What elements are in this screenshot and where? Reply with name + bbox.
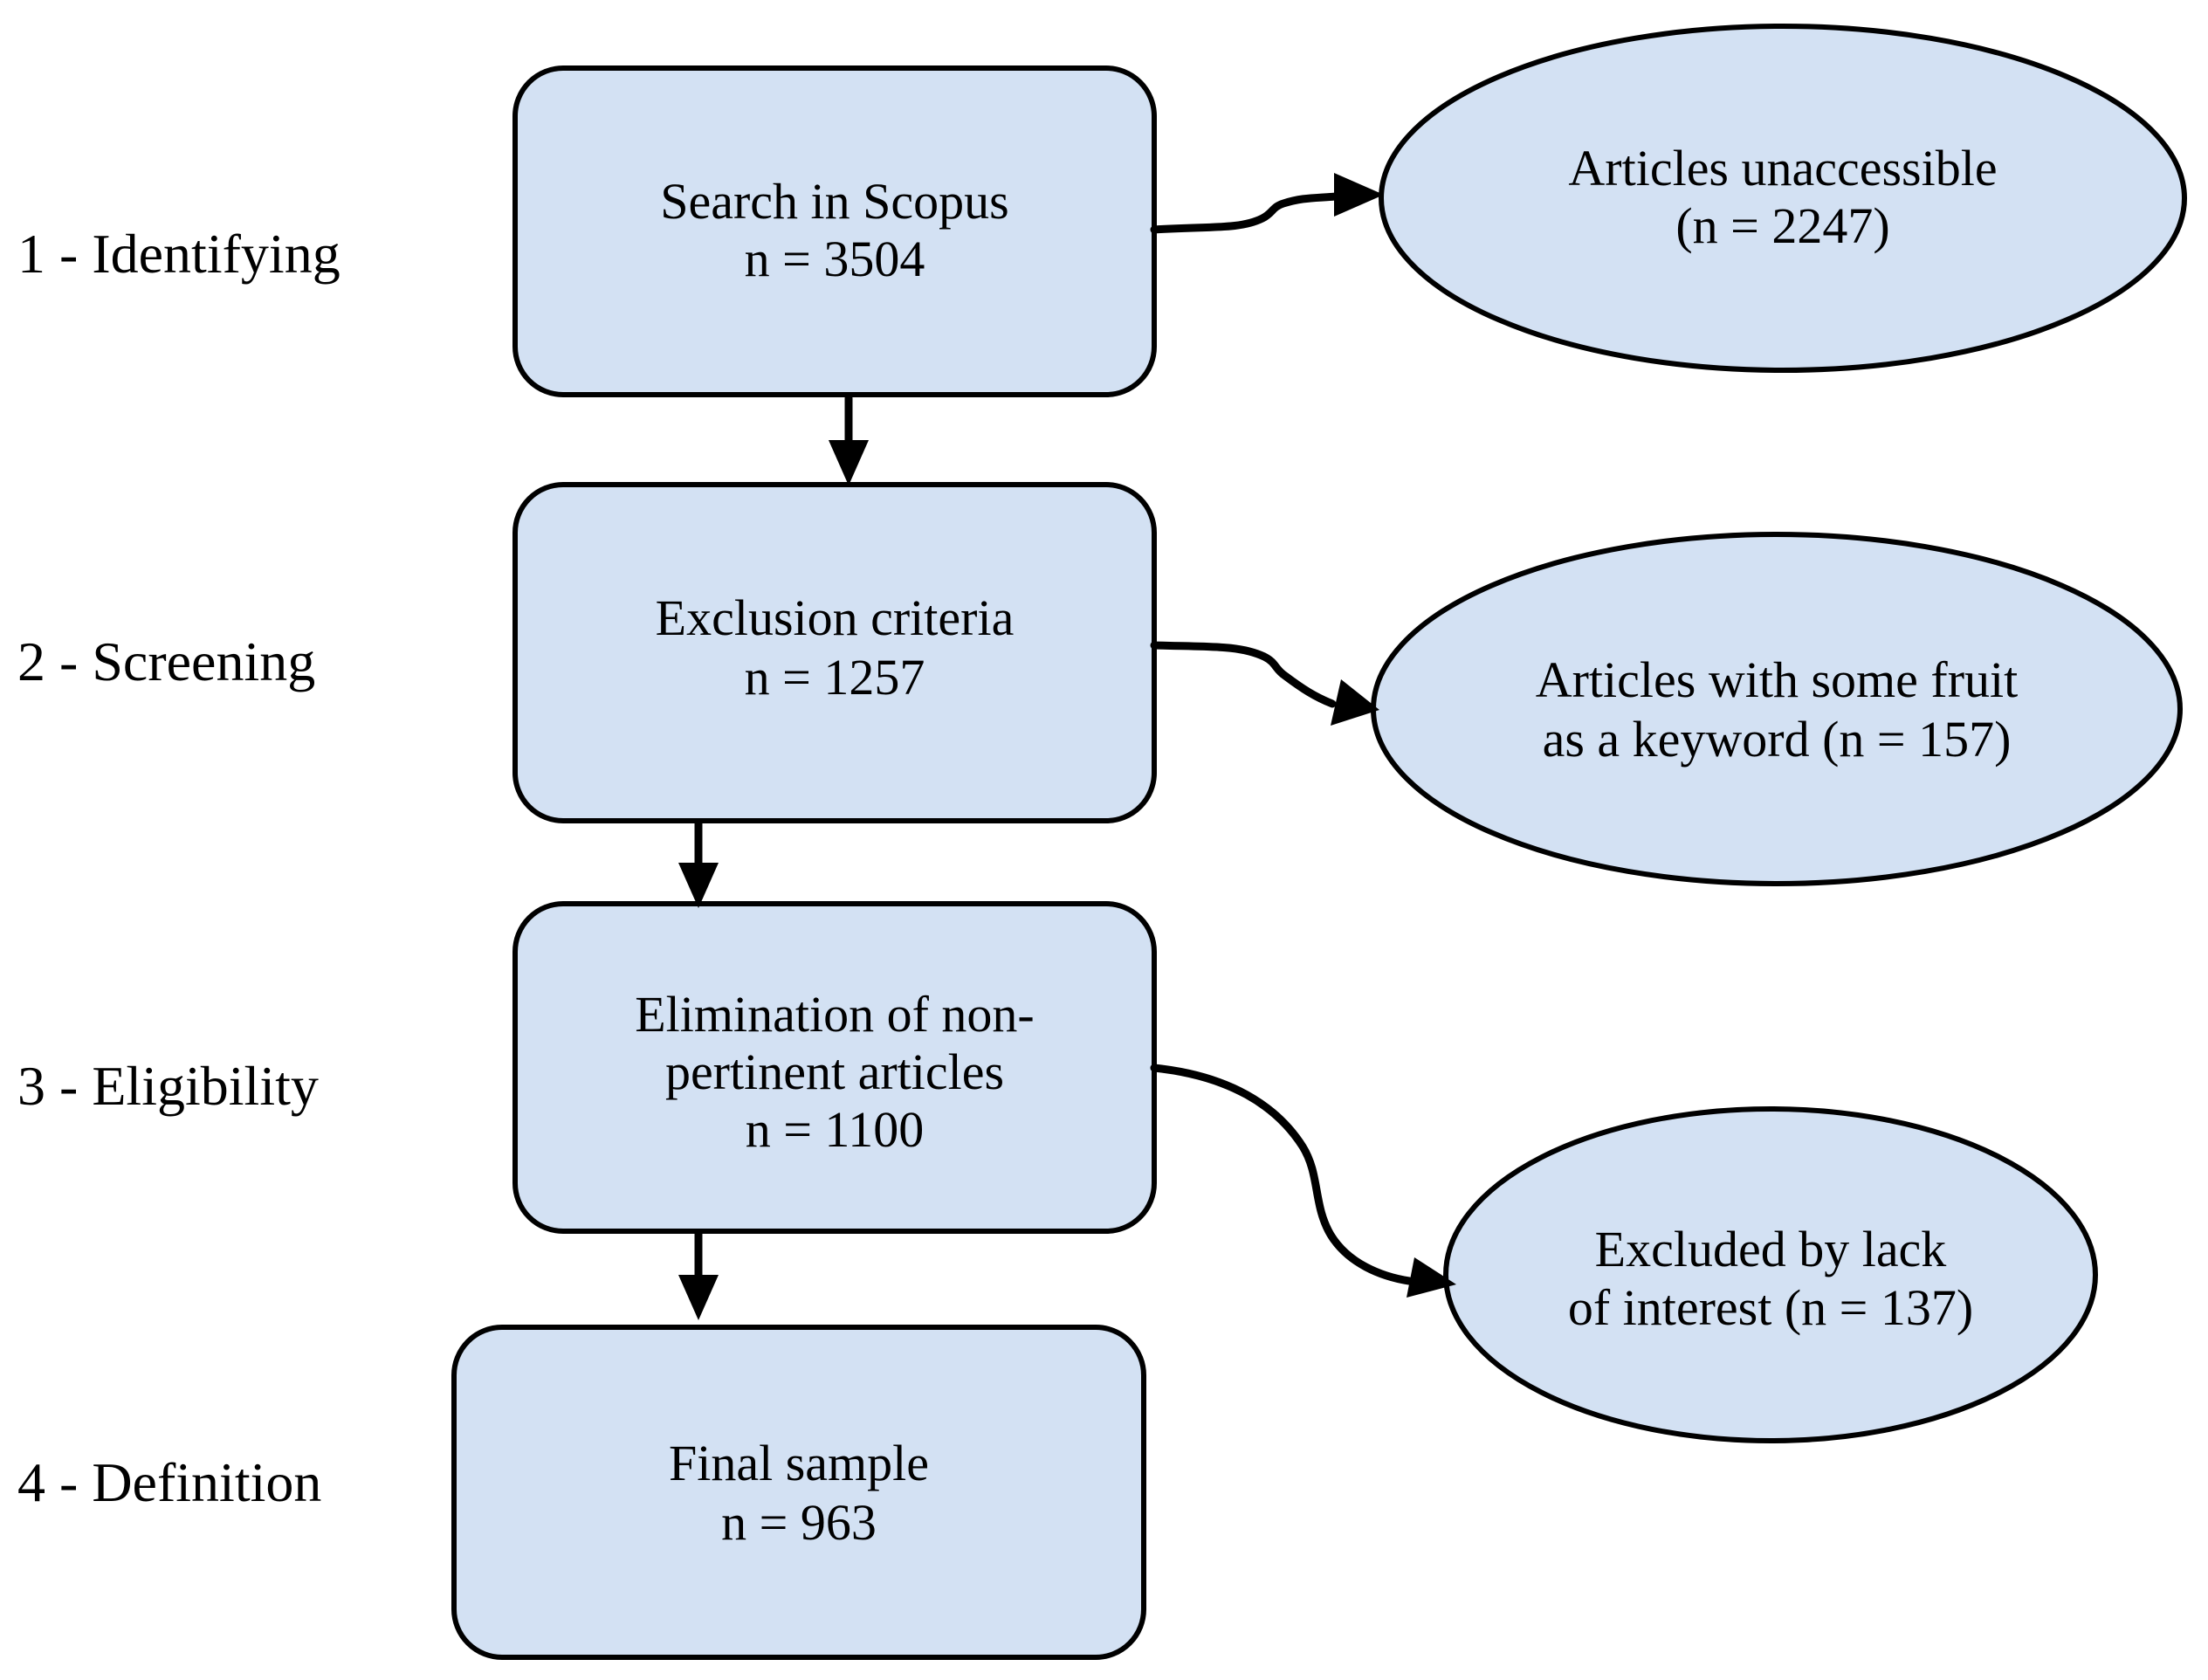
arrow-box3-to-box4 [678,1229,719,1320]
stage-label-eligibility: 3 - Eligibility [17,1055,319,1117]
ellipse-line: of interest (n = 137) [1568,1279,1973,1336]
box-line: n = 3504 [745,231,925,287]
box-line: Final sample [669,1435,929,1491]
box-exclusion-criteria [512,482,1157,823]
ellipse-line: Articles unaccessible [1568,140,1997,196]
box-line: n = 1257 [745,649,925,706]
box-line: Exclusion criteria [656,589,1015,646]
box-line: n = 1100 [746,1101,925,1158]
ellipse-line: as a keyword (n = 157) [1543,711,2012,768]
stage-label-definition: 4 - Definition [17,1451,321,1513]
ellipse-line: Articles with some fruit [1536,651,2019,708]
box-line: Search in Scopus [660,173,1009,230]
arrow-box2-to-ellipse2 [1150,641,1379,726]
arrow-box1-to-ellipse1 [1150,173,1384,234]
arrow-box2-to-box3 [678,819,719,908]
ellipse-line: (n = 2247) [1675,197,1889,254]
box-final-sample [451,1325,1146,1660]
arrow-box1-to-box2 [829,394,869,485]
box-line: pertinent articles [665,1043,1004,1100]
box-line: Elimination of non- [635,986,1035,1043]
stage-label-identifying: 1 - Identifying [17,223,340,285]
ellipse-articles-unaccessible [1379,24,2187,373]
stage-label-screening: 2 - Screening [17,630,315,692]
ellipse-line: Excluded by lack [1595,1221,1947,1277]
ellipse-fruit-keyword [1371,532,2183,886]
ellipse-excluded-lack-interest [1443,1106,2098,1443]
box-line: n = 963 [721,1494,877,1551]
arrow-box3-to-ellipse3 [1150,1064,1456,1298]
